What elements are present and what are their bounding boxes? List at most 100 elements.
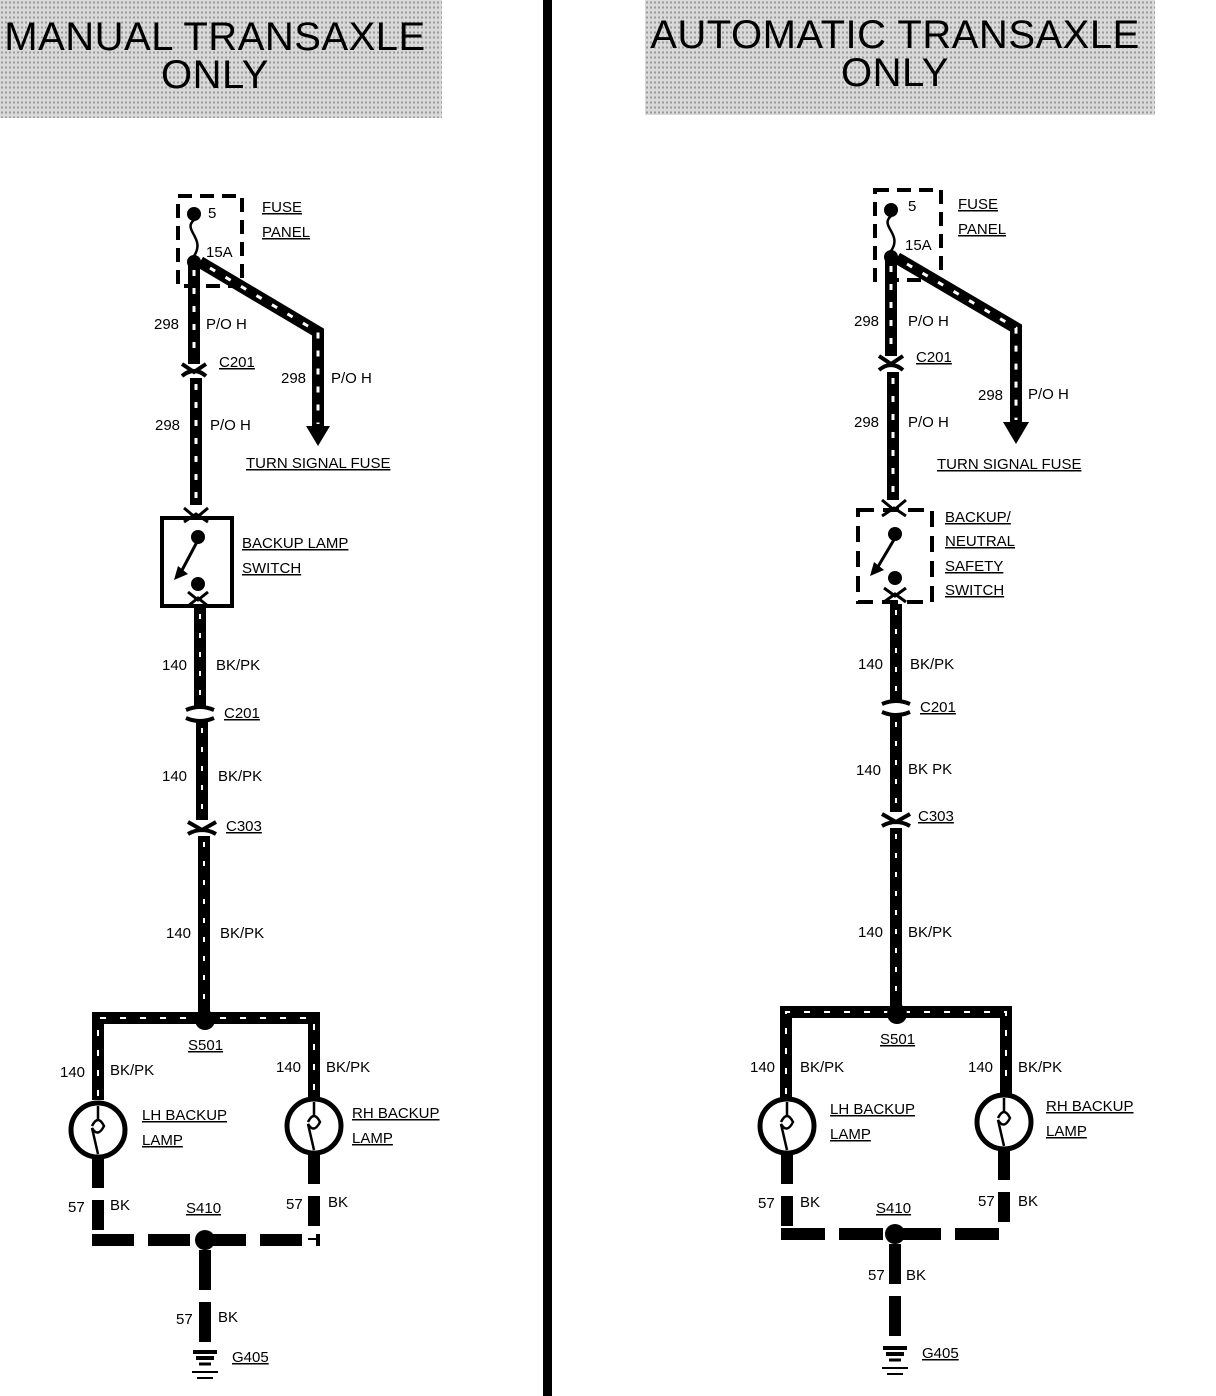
manual-c201-top-connector — [180, 362, 208, 378]
automatic-fuse-icon — [886, 215, 896, 252]
automatic-wire-140l-num: 140 — [750, 1059, 775, 1076]
automatic-header-bg — [645, 0, 1155, 115]
manual-title-line1: MANUAL TRANSAXLE — [4, 15, 426, 59]
manual-wire-140r-color: BK/PK — [326, 1059, 370, 1076]
automatic-wire-57l-color: BK — [800, 1194, 820, 1211]
manual-switch-contact-top — [191, 530, 205, 544]
manual-switch-bottom-connector — [187, 590, 209, 608]
manual-ground-icon — [192, 1350, 218, 1379]
automatic-lh-label-2: LAMP — [830, 1126, 871, 1143]
manual-s501-label: S501 — [188, 1037, 223, 1054]
manual-lh-label-2: LAMP — [142, 1132, 183, 1149]
manual-fuse-terminal-top — [187, 207, 201, 221]
manual-wire-298-branch-stripe — [209, 266, 320, 424]
manual-switch-label-1: BACKUP LAMP — [242, 535, 348, 552]
automatic-wire-298-branch-stripe — [906, 262, 1018, 420]
manual-fuse-amp: 15A — [206, 244, 233, 261]
automatic-wire-140b-num: 140 — [856, 762, 881, 779]
manual-s501-splice — [195, 1010, 215, 1030]
center-divider — [543, 0, 552, 1396]
manual-c303-connector — [187, 820, 217, 836]
automatic-title-line2: ONLY — [841, 51, 949, 95]
manual-wire-140r-num: 140 — [276, 1059, 301, 1076]
manual-wire-298-branch — [196, 256, 324, 428]
manual-switch-arm — [178, 539, 200, 575]
automatic-g405-label: G405 — [922, 1345, 959, 1362]
manual-wire-140c-num: 140 — [166, 925, 191, 942]
manual-wire-140c-color: BK/PK — [220, 925, 264, 942]
automatic-wire-140r-color: BK/PK — [1018, 1059, 1062, 1076]
automatic-wire-140c-num: 140 — [858, 924, 883, 941]
manual-wire-57r-num: 57 — [286, 1196, 303, 1213]
automatic-title: AUTOMATIC TRANSAXLE ONLY — [650, 13, 1140, 95]
automatic-switch-top-connector — [881, 498, 907, 518]
manual-s410-label: S410 — [186, 1200, 221, 1217]
automatic-circuit: 5 15A FUSE PANEL 298 P/O H C201 298 P/O … — [750, 188, 1134, 1375]
automatic-lh-lamp — [757, 1096, 817, 1156]
manual-g405-label: G405 — [232, 1349, 269, 1366]
automatic-switch-label-1: BACKUP/ — [945, 509, 1012, 526]
manual-switch-arm-head — [174, 566, 188, 580]
automatic-wire-140r-num: 140 — [968, 1059, 993, 1076]
manual-wire-298c-num: 298 — [155, 417, 180, 434]
automatic-wire-57g-color: BK — [906, 1267, 926, 1284]
automatic-c201-bottom-connector — [881, 699, 911, 717]
automatic-lh-label-1: LH BACKUP — [830, 1101, 915, 1118]
automatic-wire-298c-color: P/O H — [908, 414, 949, 431]
automatic-fuse-amp: 15A — [905, 237, 932, 254]
automatic-ground-icon — [882, 1346, 908, 1375]
manual-wire-298b-color: P/O H — [331, 370, 372, 387]
manual-switch-top-connector — [183, 506, 209, 524]
automatic-turn-signal-arrow — [1003, 422, 1029, 444]
automatic-c303-label: C303 — [918, 808, 954, 825]
automatic-wire-140l-color: BK/PK — [800, 1059, 844, 1076]
automatic-turn-signal-label: TURN SIGNAL FUSE — [937, 456, 1081, 473]
automatic-wire-298c-num: 298 — [854, 414, 879, 431]
automatic-fuse-panel-box — [873, 188, 943, 282]
manual-s410-splice — [195, 1230, 215, 1250]
manual-rh-lamp-filament — [306, 1102, 322, 1151]
manual-fuse-panel-label-1: FUSE — [262, 199, 302, 216]
automatic-fuse-num: 5 — [908, 198, 916, 215]
automatic-rh-label-1: RH BACKUP — [1046, 1098, 1134, 1115]
manual-wire-298b-num: 298 — [281, 370, 306, 387]
automatic-switch-label-3: SAFETY — [945, 558, 1003, 575]
automatic-switch-bottom-connector — [883, 586, 907, 604]
manual-wire-140l-color: BK/PK — [110, 1062, 154, 1079]
manual-rh-label-1: RH BACKUP — [352, 1105, 440, 1122]
manual-wire-140b-color: BK/PK — [218, 768, 262, 785]
automatic-wire-57g-num: 57 — [868, 1267, 885, 1284]
manual-fuse-num: 5 — [208, 205, 216, 222]
manual-wire-57g-num: 57 — [176, 1311, 193, 1328]
automatic-c303-connector — [881, 812, 911, 828]
automatic-rh-lamp — [974, 1092, 1034, 1152]
manual-wire-57r-color: BK — [328, 1194, 348, 1211]
manual-wire-57l-color: BK — [110, 1197, 130, 1214]
manual-c303-label: C303 — [226, 818, 262, 835]
automatic-title-line1: AUTOMATIC TRANSAXLE — [650, 13, 1140, 57]
automatic-switch-contact-bottom — [888, 571, 902, 585]
automatic-branch-140 — [780, 1006, 1012, 1098]
automatic-c201-bottom-label: C201 — [920, 699, 956, 716]
automatic-fuse-panel-label-1: FUSE — [958, 196, 998, 213]
manual-wire-57l-num: 57 — [68, 1199, 85, 1216]
manual-wire-140a-num: 140 — [162, 657, 187, 674]
manual-turn-signal-label: TURN SIGNAL FUSE — [246, 455, 390, 472]
automatic-wire-140a-color: BK/PK — [910, 656, 954, 673]
manual-rh-lamp — [284, 1096, 344, 1156]
manual-fuse-icon — [189, 219, 199, 257]
automatic-switch-label-2: NEUTRAL — [945, 533, 1015, 550]
automatic-wire-298a-num: 298 — [854, 313, 879, 330]
manual-rh-label-2: LAMP — [352, 1130, 393, 1147]
manual-wire-140b-num: 140 — [162, 768, 187, 785]
automatic-switch-arm-head — [870, 562, 884, 576]
automatic-wire-57r-color: BK — [1018, 1193, 1038, 1210]
automatic-switch-contact-top — [888, 527, 902, 541]
automatic-lh-lamp-filament — [779, 1102, 795, 1151]
automatic-rh-label-2: LAMP — [1046, 1123, 1087, 1140]
manual-switch-label-2: SWITCH — [242, 560, 301, 577]
manual-c201-top-label: C201 — [219, 354, 255, 371]
automatic-s501-label: S501 — [880, 1031, 915, 1048]
manual-lh-lamp-filament — [90, 1106, 106, 1155]
